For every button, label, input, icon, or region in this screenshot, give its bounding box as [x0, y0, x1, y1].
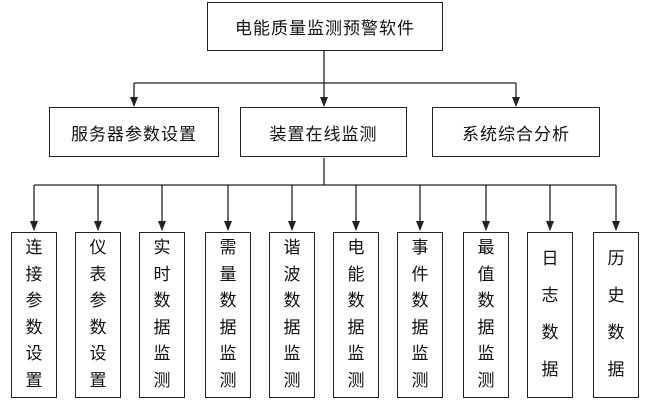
- leaf-log: 日志数据: [527, 232, 573, 398]
- leaf-history-label: 历史数据: [607, 248, 625, 380]
- node-system-analysis-label: 系统综合分析: [462, 124, 570, 145]
- leaf-energy-label: 电能数据监测: [347, 238, 365, 391]
- leaf-event: 事件数据监测: [397, 232, 443, 398]
- leaf-demand-label: 需量数据监测: [219, 238, 237, 391]
- leaf-realtime-label: 实时数据监测: [153, 238, 171, 391]
- root-label: 电能质量监测预警软件: [235, 19, 415, 39]
- leaf-conn: 连接参数设置: [11, 232, 57, 398]
- leaf-extreme: 最值数据监测: [463, 232, 509, 398]
- leaf-meter-label: 仪表参数设置: [89, 238, 107, 391]
- leaf-energy: 电能数据监测: [333, 232, 379, 398]
- leaf-history: 历史数据: [593, 232, 639, 398]
- leaf-demand: 需量数据监测: [205, 232, 251, 398]
- leaf-harmonic: 谐波数据监测: [269, 232, 315, 398]
- leaf-meter: 仪表参数设置: [75, 232, 121, 398]
- leaf-extreme-label: 最值数据监测: [477, 238, 495, 391]
- node-system-analysis: 系统综合分析: [432, 107, 600, 157]
- node-server-params-label: 服务器参数设置: [71, 124, 197, 145]
- node-server-params: 服务器参数设置: [49, 107, 219, 157]
- leaf-conn-label: 连接参数设置: [25, 238, 43, 391]
- node-online-monitor-label: 装置在线监测: [269, 124, 378, 145]
- leaf-log-label: 日志数据: [541, 248, 559, 380]
- root-node: 电能质量监测预警软件: [207, 2, 443, 51]
- node-online-monitor: 装置在线监测: [240, 107, 407, 157]
- leaf-event-label: 事件数据监测: [411, 238, 429, 391]
- leaf-realtime: 实时数据监测: [139, 232, 185, 398]
- leaf-harmonic-label: 谐波数据监测: [283, 238, 301, 391]
